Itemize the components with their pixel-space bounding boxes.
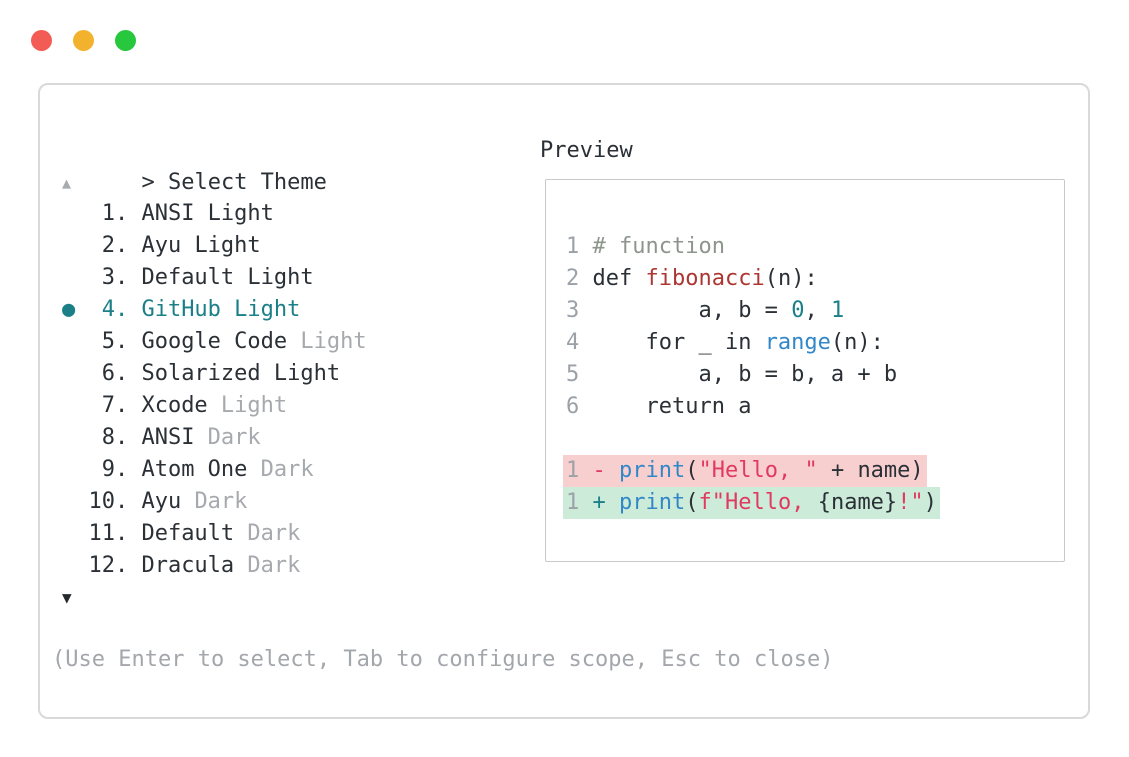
code-line: 4 for _ in range(n): (566, 330, 884, 355)
code-line: 2 def fibonacci(n): (566, 266, 818, 291)
scroll-down-icon[interactable]: ▼ (62, 588, 72, 607)
selected-bullet-icon: ● (62, 297, 76, 322)
diff-removed-line: 1 - print("Hello, " + name) (563, 455, 940, 487)
preview-panel: 1 # function 2 def fibonacci(n): 3 a, b … (545, 179, 1065, 562)
traffic-lights (31, 30, 136, 51)
keyboard-hint: (Use Enter to select, Tab to configure s… (52, 647, 834, 672)
close-button[interactable] (31, 30, 52, 51)
code-line: 6 return a (566, 394, 752, 419)
preview-label: Preview (540, 138, 633, 163)
prompt-title: Select Theme (167, 170, 327, 195)
code-sample: 1 # function 2 def fibonacci(n): 3 a, b … (563, 231, 940, 519)
diff-added-line: 1 + print(f"Hello, {name}!") (563, 487, 940, 519)
code-line: 1 # function (566, 234, 725, 259)
minimize-button[interactable] (73, 30, 94, 51)
blank-line (566, 423, 940, 455)
code-line: 5 a, b = b, a + b (566, 362, 898, 387)
scroll-up-icon[interactable]: ▲ (62, 174, 72, 192)
zoom-button[interactable] (115, 30, 136, 51)
code-line: 3 a, b = 0, 1 (566, 298, 845, 323)
prompt-caret: > (141, 170, 155, 195)
select-theme-prompt: > Select Theme (62, 135, 326, 195)
